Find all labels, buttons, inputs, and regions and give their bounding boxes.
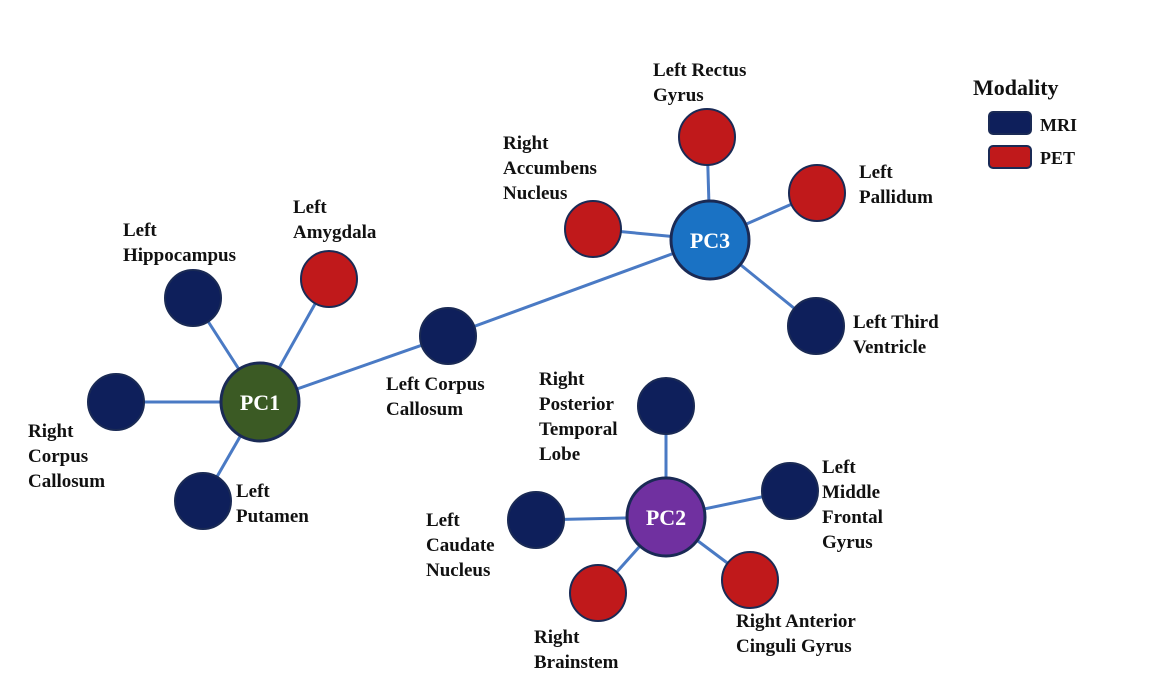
node-left-middle-frontal-gyrus bbox=[761, 462, 819, 520]
node-left-corpus-callosum bbox=[419, 307, 477, 365]
node-right-brainstem bbox=[569, 564, 627, 622]
node-left-hippocampus bbox=[164, 269, 222, 327]
node-left-pallidum bbox=[788, 164, 846, 222]
node-left-third-ventricle bbox=[787, 297, 845, 355]
hub-pc3 bbox=[669, 199, 751, 281]
edge-left-corpus-callosum-pc3 bbox=[447, 238, 711, 338]
legend-title: Modality bbox=[973, 75, 1059, 100]
legend-swatch-pet bbox=[988, 145, 1032, 169]
node-left-putamen bbox=[174, 472, 232, 530]
node-right-accumbens-nucleus bbox=[564, 200, 622, 258]
nodes-layer bbox=[87, 108, 846, 622]
hub-label-pc2: PC2 bbox=[646, 505, 686, 530]
hub-pc1 bbox=[219, 361, 301, 443]
legend-label-mri: MRI bbox=[1040, 115, 1077, 135]
legend-label-pet: PET bbox=[1040, 148, 1075, 168]
hub-pc2 bbox=[625, 476, 707, 558]
hub-label-pc3: PC3 bbox=[690, 228, 730, 253]
node-right-posterior-temporal-lobe bbox=[637, 377, 695, 435]
hub-label-pc1: PC1 bbox=[240, 390, 280, 415]
legend: Modality MRI PET bbox=[973, 75, 1077, 169]
node-right-anterior-cinguli-gyrus bbox=[721, 551, 779, 609]
legend-swatch-mri bbox=[988, 111, 1032, 135]
node-left-amygdala bbox=[300, 250, 358, 308]
node-right-corpus-callosum bbox=[87, 373, 145, 431]
node-left-rectus-gyrus bbox=[678, 108, 736, 166]
node-left-caudate-nucleus bbox=[507, 491, 565, 549]
